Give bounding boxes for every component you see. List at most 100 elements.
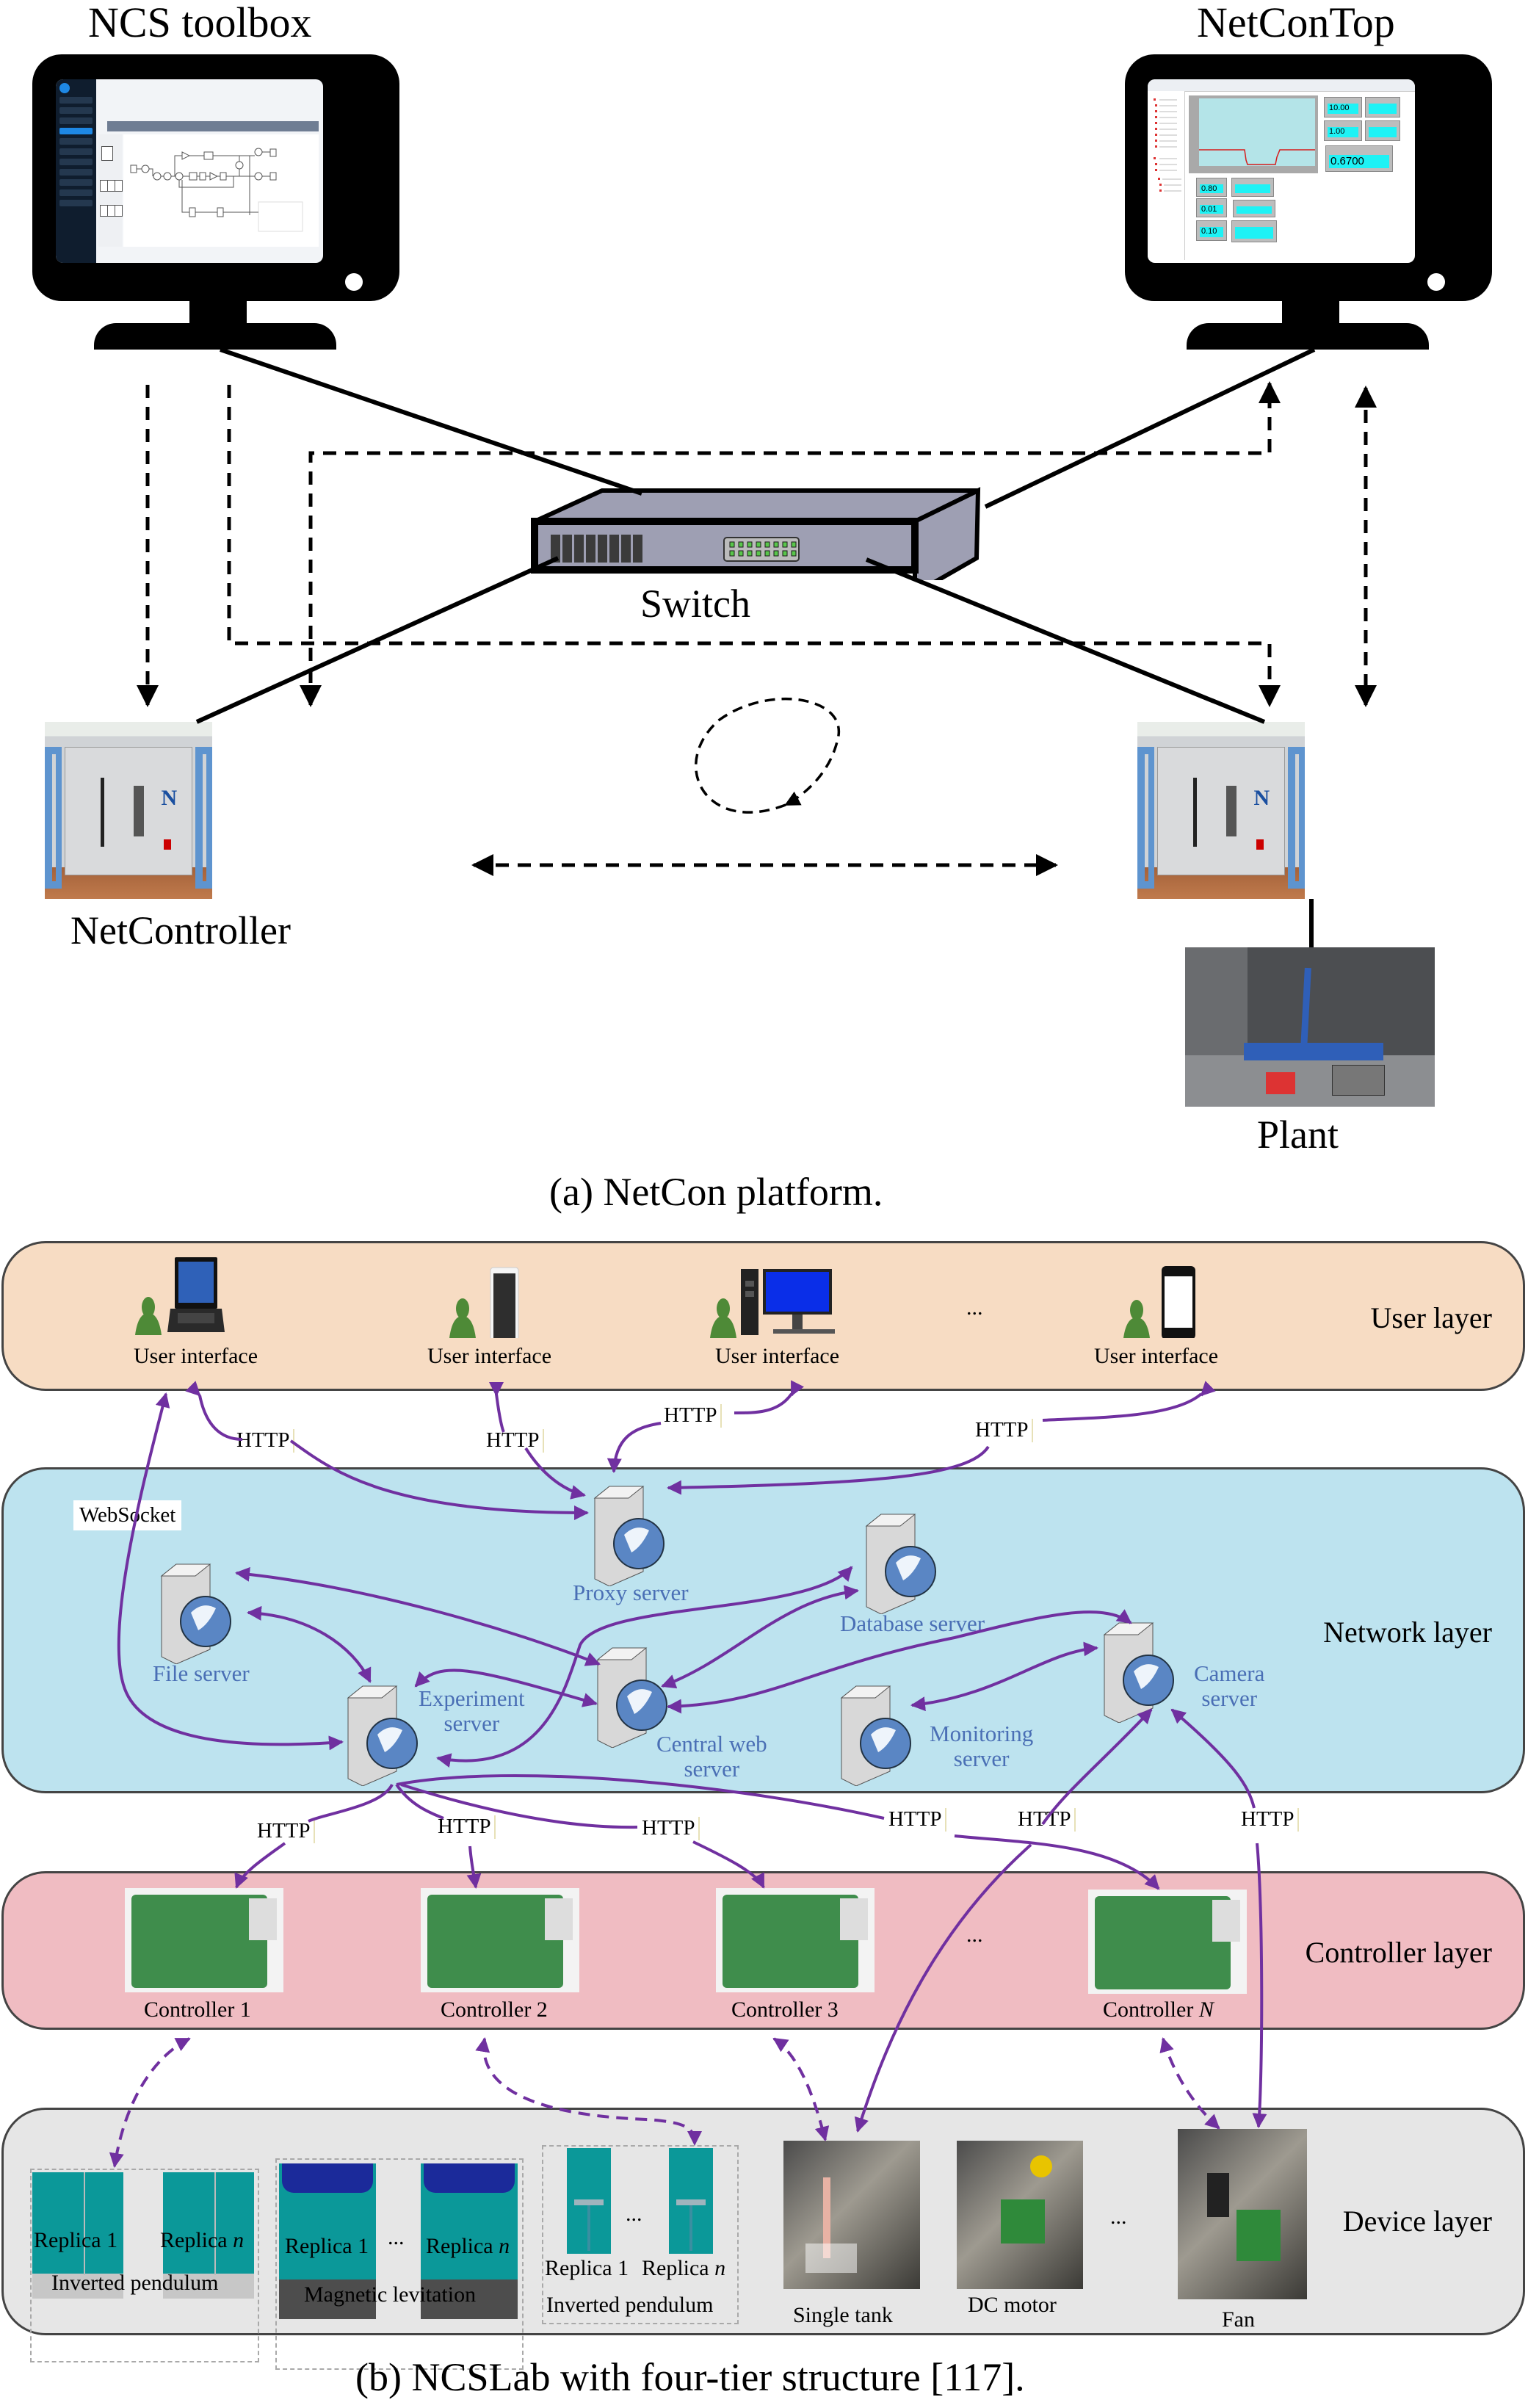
maglev-replica-n-sim [421,2163,518,2319]
monitor-power-icon [345,273,363,291]
ncs-block-diagram-canvas [123,134,319,247]
inverted-pendulum-replica-group [30,2169,259,2362]
netcontop-screen: 10.00 1.00 0.6700 0.80 0.01 0.10 [1148,79,1415,263]
device-layer-label: Device layer [1342,2205,1492,2238]
ncs-toolbox-title: NCS toolbox [88,0,312,46]
signal-display [1365,97,1400,117]
network-layer-label: Network layer [1323,1616,1492,1649]
signal-display [1233,200,1275,217]
replica-ellipsis: ... [626,2202,642,2226]
pendulum-replica-1-sim [567,2148,611,2254]
pendulum-replica-n-sim [669,2148,713,2254]
file-server-icon [160,1563,231,1664]
replica-n-label: Replica n [426,2234,510,2258]
signal-display [1365,120,1400,141]
controller-ellipsis: ... [966,1923,983,1947]
link-switch-to-netcontop [984,347,1316,509]
netcontroller-photo: N [45,722,212,899]
user-interface-label: User interface [427,1344,552,1368]
inverted-pendulum-replica-n-sim [163,2172,254,2299]
network-switch-icon [531,487,981,580]
replica-1-label: Replica 1 [285,2234,369,2258]
single-tank-label: Single tank [793,2303,893,2327]
replica-1-label: Replica 1 [34,2228,118,2252]
user-interface-label: User interface [134,1344,258,1368]
http-label: HTTP [483,1428,544,1453]
signal-display [1231,178,1274,197]
websocket-label: WebSocket [73,1500,182,1530]
signal-display [1231,220,1277,242]
controller-1-board-photo [125,1888,283,1992]
http-label: HTTP [1238,1807,1299,1832]
panel-a-caption: (a) NetCon platform. [549,1170,883,1214]
param-display: 10.00 [1324,97,1362,117]
user-layer-label: User layer [1370,1301,1492,1334]
monitor-power-icon [1427,273,1445,291]
ncslab-logo-icon [59,83,70,93]
user-smartphone-icon [1123,1266,1195,1338]
switch-label: Switch [640,582,751,626]
magnetic-levitation-replica-group [275,2158,524,2370]
param-display: 0.10 [1196,220,1227,241]
fan-photo [1178,2129,1307,2299]
replica-n-label: Replica n [160,2228,245,2252]
ncs-sidebar [56,79,96,263]
camera-server-icon [1103,1622,1174,1723]
netcontroller-plant-side-photo: N [1137,722,1305,899]
proxy-server-icon [593,1486,665,1586]
fan-label: Fan [1222,2307,1255,2332]
big-signal-display: 0.6700 [1325,145,1393,172]
http-label: HTTP [661,1403,722,1428]
plant-photo [1185,947,1435,1107]
http-label: HTTP [886,1807,946,1832]
param-display: 0.80 [1196,178,1227,197]
dc-motor-photo [957,2141,1083,2289]
magnetic-levitation-group-label: Magnetic levitation [304,2282,477,2307]
controller-layer-label: Controller layer [1305,1936,1492,1969]
netcontop-plot [1189,95,1318,173]
http-label: HTTP [254,1819,315,1843]
http-label: HTTP [233,1428,294,1453]
user-tablet-icon [449,1267,519,1338]
replica-n-label: Replica n [642,2256,726,2280]
inverted-pendulum-vertical-group-label: Inverted pendulum [546,2293,714,2317]
dashed-loop-arrow [695,697,840,814]
netcontop-tree-panel [1148,91,1185,260]
user-interface-label: User interface [715,1344,840,1368]
http-label: HTTP [1015,1807,1076,1832]
proxy-server-label: Proxy server [573,1580,689,1605]
ncs-block-palette [98,134,123,247]
link-ncs-to-switch [220,347,642,496]
user-interface-label: User interface [1094,1344,1219,1368]
http-label: HTTP [972,1418,1033,1442]
param-display: 1.00 [1324,120,1362,141]
database-server-label: Database server [840,1610,985,1636]
param-display: 0.01 [1196,198,1227,217]
dc-motor-label: DC motor [968,2293,1057,2317]
controller-3-label: Controller 3 [731,1997,839,2022]
controller-2-label: Controller 2 [441,1997,548,2022]
controller-n-label: Controller N [1103,1997,1214,2022]
controller-3-board-photo [716,1888,875,1992]
ncs-editor-toolbar [107,121,319,131]
ncs-toolbox-screen [56,79,323,263]
monitoring-server-icon [840,1685,911,1786]
device-ellipsis: ... [1110,2205,1127,2229]
http-label: HTTP [639,1816,700,1840]
panel-b-caption: (b) NCSLab with four-tier structure [117… [355,2355,1025,2399]
inverted-pendulum-group-label: Inverted pendulum [51,2271,219,2295]
controller-1-label: Controller 1 [144,1997,251,2022]
http-label: HTTP [435,1815,496,1839]
maglev-replica-1-sim [279,2163,376,2319]
user-layer: User layer [1,1241,1525,1391]
controller-n-board-photo [1088,1890,1247,1994]
file-server-label: File server [153,1660,250,1686]
replica-1-label: Replica 1 [545,2256,629,2280]
plant-label: Plant [1257,1113,1339,1157]
link-switch-to-plant-controller [865,557,1266,724]
experiment-server-icon [347,1685,418,1786]
controller-2-board-photo [421,1888,579,1992]
inverted-pendulum-replica-1-sim [32,2172,123,2299]
